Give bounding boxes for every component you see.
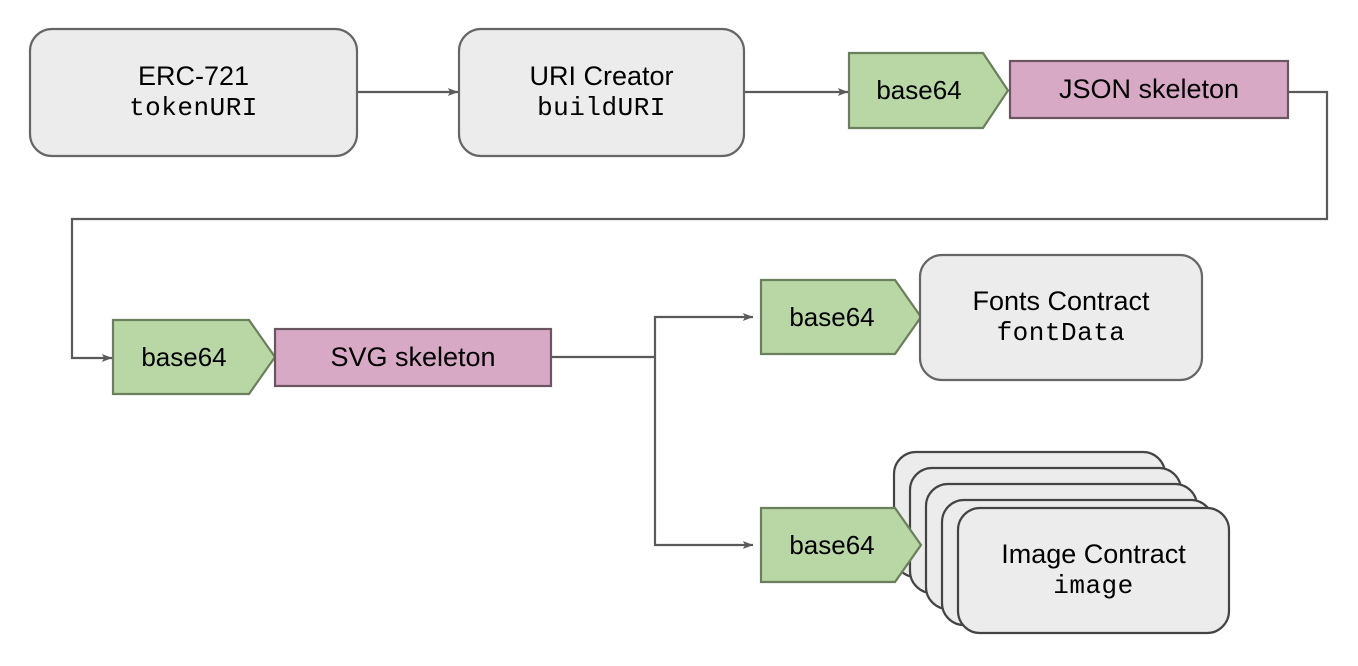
node-svg-skeleton-shape[interactable] xyxy=(273,327,553,388)
node-json-skeleton-shape[interactable] xyxy=(1008,59,1290,120)
node-base64-image-shape[interactable] xyxy=(759,506,923,584)
edge-json-skeleton-to-base64-svg xyxy=(70,90,1329,362)
node-erc721-shape[interactable] xyxy=(28,27,359,158)
edge-svg-skeleton-to-base64-image xyxy=(653,357,754,549)
node-base64-fonts-shape[interactable] xyxy=(759,278,923,356)
image-contract-card-1 xyxy=(956,506,1231,635)
node-base64-json-shape[interactable] xyxy=(847,51,1010,130)
edge-svg-skeleton-to-base64-fonts xyxy=(653,313,754,357)
node-fonts-contract-shape[interactable] xyxy=(918,253,1204,382)
node-image-contract-stack[interactable] xyxy=(892,450,1231,635)
node-uri-creator-shape[interactable] xyxy=(457,27,746,158)
connector-layer xyxy=(70,88,1329,549)
node-base64-svg-shape[interactable] xyxy=(111,318,277,396)
